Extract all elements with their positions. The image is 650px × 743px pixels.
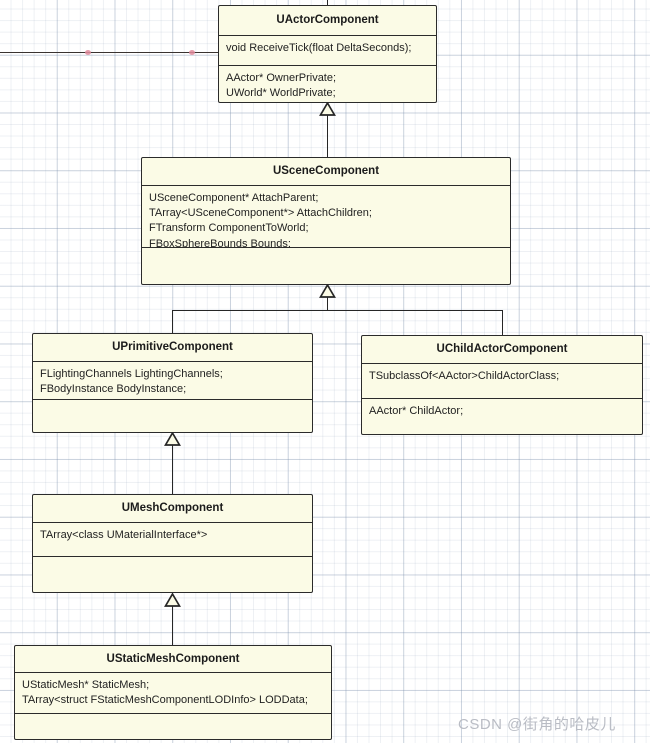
class-title-uactorcomponent: UActorComponent [219, 6, 436, 36]
class-attributes-uchildactorcomponent: TSubclassOf<AActor>ChildActorClass; [362, 364, 642, 399]
generalization-line-scene-to-actor [327, 114, 328, 158]
generalization-line-fork-drop-right [502, 310, 503, 335]
connector-stub-above-uactorcomponent [327, 0, 328, 6]
class-box-uactorcomponent[interactable]: UActorComponent void ReceiveTick(float D… [218, 5, 437, 103]
generalization-line-fork-stem [327, 296, 328, 311]
csdn-watermark: CSDN @街角的哈皮儿 [458, 716, 616, 733]
class-title-uchildactorcomponent: UChildActorComponent [362, 336, 642, 364]
generalization-line-fork-drop-left [172, 310, 173, 334]
class-operations-ustaticmeshcomponent [15, 714, 331, 739]
class-attributes-ustaticmeshcomponent: UStaticMesh* StaticMesh; TArray<struct F… [15, 673, 331, 714]
association-anchor-dot-1 [85, 49, 91, 55]
class-box-uchildactorcomponent[interactable]: UChildActorComponent TSubclassOf<AActor>… [361, 335, 643, 435]
class-attributes-uactorcomponent: AActor* OwnerPrivate; UWorld* WorldPriva… [226, 72, 337, 100]
class-attributes-uprimitivecomponent: FLightingChannels LightingChannels; FBod… [33, 362, 312, 400]
class-title-ustaticmeshcomponent: UStaticMeshComponent [15, 646, 331, 673]
class-box-uprimitivecomponent[interactable]: UPrimitiveComponent FLightingChannels Li… [32, 333, 313, 433]
association-anchor-dot-2 [189, 49, 195, 55]
class-operations-umeshcomponent [33, 557, 312, 591]
class-operations-uactorcomponent: void ReceiveTick(float DeltaSeconds); [219, 36, 436, 66]
class-title-uprimitivecomponent: UPrimitiveComponent [33, 334, 312, 362]
generalization-line-staticmesh-to-mesh [172, 605, 173, 646]
class-operations-uchildactorcomponent: AActor* ChildActor; [369, 405, 464, 417]
class-attributes-uscenecomponent: USceneComponent* AttachParent; TArray<US… [142, 186, 510, 248]
class-title-umeshcomponent: UMeshComponent [33, 495, 312, 523]
association-line-to-uactorcomponent [0, 52, 219, 53]
class-attributes-umeshcomponent: TArray<class UMaterialInterface*> [33, 523, 312, 557]
class-operations-uscenecomponent [142, 248, 510, 283]
generalization-line-fork-bar [172, 310, 503, 311]
generalization-line-mesh-to-primitive [172, 445, 173, 495]
class-operations-uprimitivecomponent [33, 400, 312, 431]
class-box-ustaticmeshcomponent[interactable]: UStaticMeshComponent UStaticMesh* Static… [14, 645, 332, 740]
class-title-uscenecomponent: USceneComponent [142, 158, 510, 186]
class-box-uscenecomponent[interactable]: USceneComponent USceneComponent* AttachP… [141, 157, 511, 285]
class-box-umeshcomponent[interactable]: UMeshComponent TArray<class UMaterialInt… [32, 494, 313, 593]
